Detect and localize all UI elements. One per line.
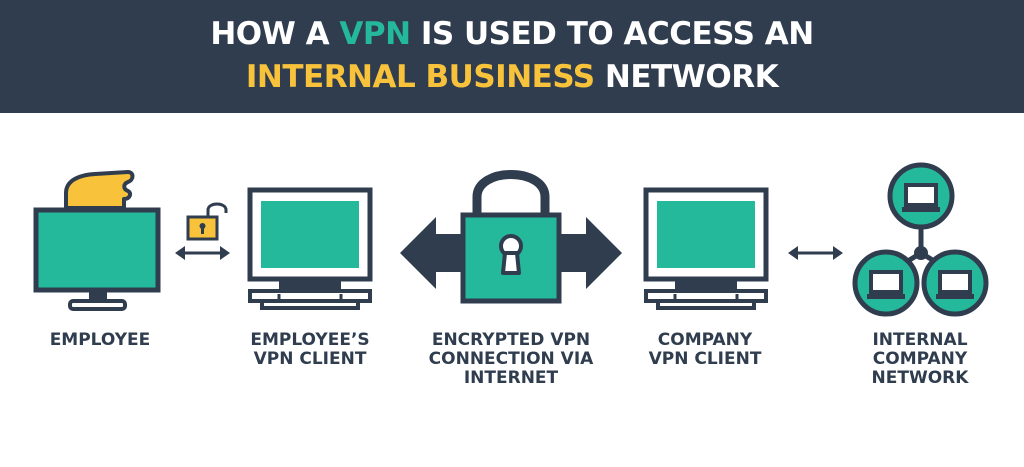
- vpn-flow-diagram: EMPLOYEE EMPLOYEE’S VPN CLIENT ENCRYPTED…: [0, 113, 1024, 463]
- unlocked-padlock-icon: [186, 202, 228, 241]
- diagram-graphics: [33, 162, 989, 317]
- title-banner: HOW A VPN IS USED TO ACCESS AN INTERNAL …: [0, 0, 1024, 113]
- small-double-arrow-1-icon: [175, 246, 230, 260]
- title-vpn-highlight: VPN: [339, 16, 411, 52]
- title-line-1-pre: HOW A: [210, 16, 340, 52]
- node-label-internal-company-network: INTERNAL COMPANY NETWORK: [871, 330, 969, 388]
- employee-vpn-client-computer-icon: [247, 187, 373, 310]
- title-line-1: HOW A VPN IS USED TO ACCESS AN: [0, 14, 1024, 54]
- locked-padlock-icon: [459, 170, 563, 304]
- node-label-company-vpn-client: COMPANY VPN CLIENT: [648, 330, 762, 369]
- small-double-arrow-2-icon: [788, 246, 843, 260]
- big-double-arrow-icon: [400, 217, 622, 289]
- node-label-employee: EMPLOYEE: [49, 330, 151, 350]
- title-internal-business-highlight: INTERNAL BUSINESS: [245, 59, 595, 95]
- title-line-2: INTERNAL BUSINESS NETWORK: [0, 57, 1024, 97]
- node-label-encrypted-vpn-connection: ENCRYPTED VPN CONNECTION VIA INTERNET: [428, 330, 594, 388]
- title-line-2-post: NETWORK: [594, 59, 779, 95]
- title-line-1-post: IS USED TO ACCESS AN: [410, 16, 814, 52]
- employee-icon: [33, 170, 161, 311]
- node-label-employee-vpn-client: EMPLOYEE’S VPN CLIENT: [250, 330, 370, 369]
- network-icon: [852, 162, 989, 317]
- company-vpn-client-computer-icon: [643, 187, 769, 310]
